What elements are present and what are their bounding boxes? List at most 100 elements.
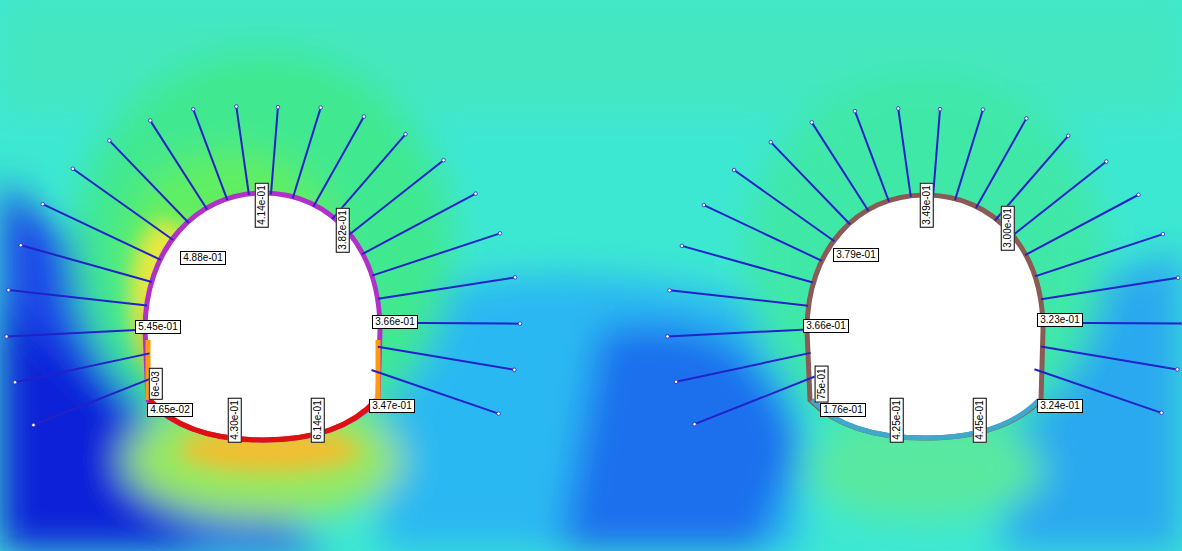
bolt-end xyxy=(497,412,501,416)
rock-bolt xyxy=(1034,369,1161,413)
rock-bolt xyxy=(669,290,807,305)
value-label: 3.00e-01 xyxy=(1001,205,1015,250)
rock-bolt xyxy=(682,246,813,283)
rock-bolt xyxy=(855,111,889,202)
value-label: 6.14e-01 xyxy=(311,397,325,442)
rock-bolt xyxy=(771,142,850,224)
rock-bolt xyxy=(976,118,1027,208)
bolt-end xyxy=(148,119,152,123)
value-label: 3.24e-01 xyxy=(1037,399,1082,413)
value-label: 4.65e-02 xyxy=(147,403,192,417)
bolt-end xyxy=(810,121,814,125)
rock-bolt xyxy=(293,108,321,199)
rock-bolts xyxy=(5,105,1182,427)
value-label: 3.66e-01 xyxy=(803,319,848,333)
rock-bolt xyxy=(332,134,405,219)
rock-bolt xyxy=(933,109,940,196)
bolt-end xyxy=(702,203,706,207)
bolt-end xyxy=(108,139,112,143)
value-label: 3.49e-01 xyxy=(920,182,934,227)
rock-bolt xyxy=(734,170,834,241)
rock-bolt xyxy=(21,245,152,282)
bolt-end xyxy=(896,107,900,111)
bolt-end xyxy=(938,107,942,111)
value-label: 4.45e-01 xyxy=(973,397,987,442)
bolt-end xyxy=(1161,232,1165,236)
rock-bolt xyxy=(378,347,515,370)
bolt-end xyxy=(1160,411,1164,415)
bolt-end xyxy=(732,168,736,172)
value-label: 4.88e-01 xyxy=(180,251,225,265)
rock-bolt xyxy=(1025,195,1138,255)
value-label: 75e-01 xyxy=(815,365,829,402)
bolt-end xyxy=(7,288,11,292)
bolt-end xyxy=(680,244,684,248)
rock-bolt xyxy=(1041,346,1178,369)
bolt-end xyxy=(404,132,408,136)
bolt-end xyxy=(1066,134,1070,138)
value-label: 4.25e-01 xyxy=(890,397,904,442)
bolt-end xyxy=(1181,322,1182,326)
rock-bolt xyxy=(812,122,869,211)
rock-bolt xyxy=(676,353,811,382)
bolt-end xyxy=(981,108,985,112)
bolt-end xyxy=(474,192,478,196)
rock-bolt xyxy=(378,277,515,298)
bolt-end xyxy=(1104,160,1108,164)
bolt-end xyxy=(1137,193,1141,197)
bolt-end xyxy=(769,140,773,144)
value-label: 3.82e-01 xyxy=(336,207,350,252)
bolt-end xyxy=(5,335,9,339)
value-label: 5.45e-01 xyxy=(135,320,180,334)
bolt-end xyxy=(693,422,697,426)
rock-bolt xyxy=(109,141,188,223)
value-label: 1.76e-01 xyxy=(820,403,865,417)
rock-bolt xyxy=(43,204,161,260)
rock-bolt xyxy=(1035,234,1163,276)
bolt-end xyxy=(13,380,17,384)
bolt-end xyxy=(19,243,23,247)
rock-bolt xyxy=(8,290,146,305)
bolt-end xyxy=(319,106,323,110)
value-label: 3.23e-01 xyxy=(1037,313,1082,327)
rock-bolt xyxy=(898,108,911,196)
value-label: 4.30e-01 xyxy=(228,397,242,442)
value-label: 6e-03 xyxy=(149,368,163,400)
value-label: 4.14e-01 xyxy=(255,182,269,227)
rock-bolt xyxy=(313,117,364,207)
bolt-end xyxy=(668,289,672,293)
rock-bolt xyxy=(955,110,983,201)
rock-bolt xyxy=(73,169,173,240)
bolt-end xyxy=(666,335,670,339)
rock-bolt xyxy=(1041,278,1178,299)
bolt-end xyxy=(674,380,678,384)
bolt-end xyxy=(853,109,857,113)
rock-bolt xyxy=(15,353,150,382)
rock-bolt xyxy=(150,121,207,210)
rock-bolt xyxy=(236,106,249,194)
value-label: 3.47e-01 xyxy=(369,399,414,413)
rock-bolt xyxy=(271,107,278,194)
rock-bolt xyxy=(349,160,444,235)
rock-bolt xyxy=(704,205,822,261)
bolt-end xyxy=(41,202,45,206)
bolt-end xyxy=(518,322,522,326)
rock-bolt xyxy=(1012,162,1107,237)
value-label: 3.66e-01 xyxy=(372,315,417,329)
bolt-end xyxy=(513,276,517,280)
right-tunnel-lining xyxy=(807,195,1043,438)
rock-bolt xyxy=(362,194,475,254)
bolt-end xyxy=(362,115,366,119)
bolt-end xyxy=(235,105,239,109)
rock-bolt xyxy=(193,109,227,200)
bolt-end xyxy=(498,232,502,236)
left-tunnel-lining xyxy=(145,193,380,440)
right-invert-lining xyxy=(812,400,1039,438)
value-label: 3.79e-01 xyxy=(833,248,878,262)
bolt-end xyxy=(513,368,517,372)
rock-bolt xyxy=(668,329,808,336)
bolt-end xyxy=(442,158,446,162)
bolt-end xyxy=(1176,276,1180,280)
